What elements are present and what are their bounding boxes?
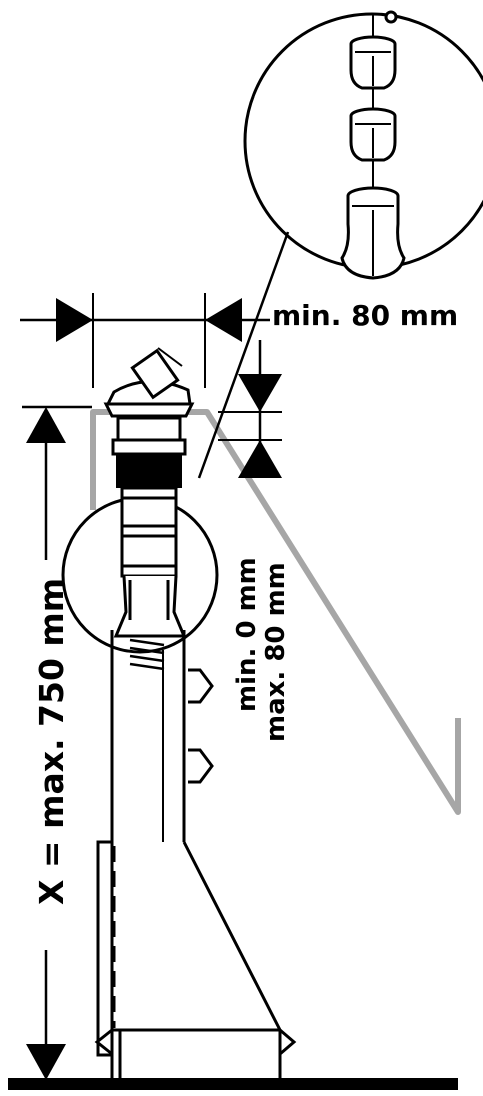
thread (129, 638, 165, 671)
width-dimension (20, 293, 270, 388)
extension-pipe (113, 486, 187, 638)
max-80-mm-label: max. 80 mm (261, 562, 291, 742)
side-marker-upper (188, 668, 214, 704)
floor-line (8, 1078, 458, 1090)
side-marker-lower (188, 748, 214, 784)
height-dimension (22, 405, 92, 1080)
x-max-750-label: X = max. 750 mm (32, 577, 71, 905)
black-coupling (116, 454, 182, 488)
min-80-mm-label: min. 80 mm (272, 299, 459, 332)
gray-pipe-outline (90, 409, 461, 815)
extension-rings (340, 10, 406, 280)
gap-dimension (218, 340, 282, 478)
siphon-head (103, 347, 195, 456)
min-0-mm-label: min. 0 mm (232, 557, 262, 712)
detail-leader-line (197, 231, 290, 479)
